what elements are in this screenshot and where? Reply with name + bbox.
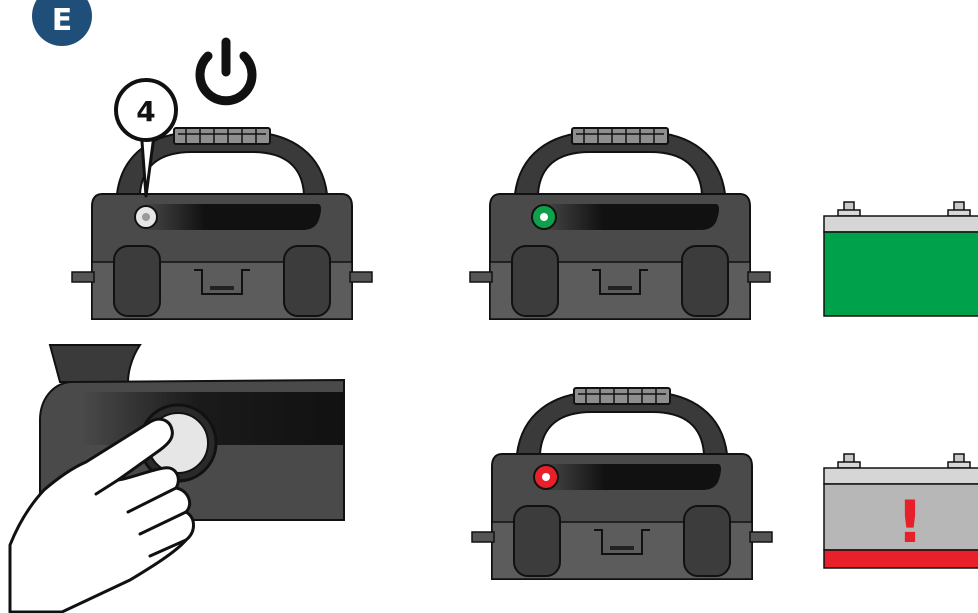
callout-label: 4 [136,95,155,128]
step-badge-label: E [52,3,73,38]
power-icon [200,42,252,101]
battery-warning-mark: ! [897,488,923,556]
step-badge: E [32,0,92,46]
battery-full [824,202,978,316]
battery-full-body [824,232,978,316]
charger-off [72,128,372,319]
charger-charged [470,128,770,319]
battery-low: ! [824,454,978,568]
charger-low [472,388,772,579]
